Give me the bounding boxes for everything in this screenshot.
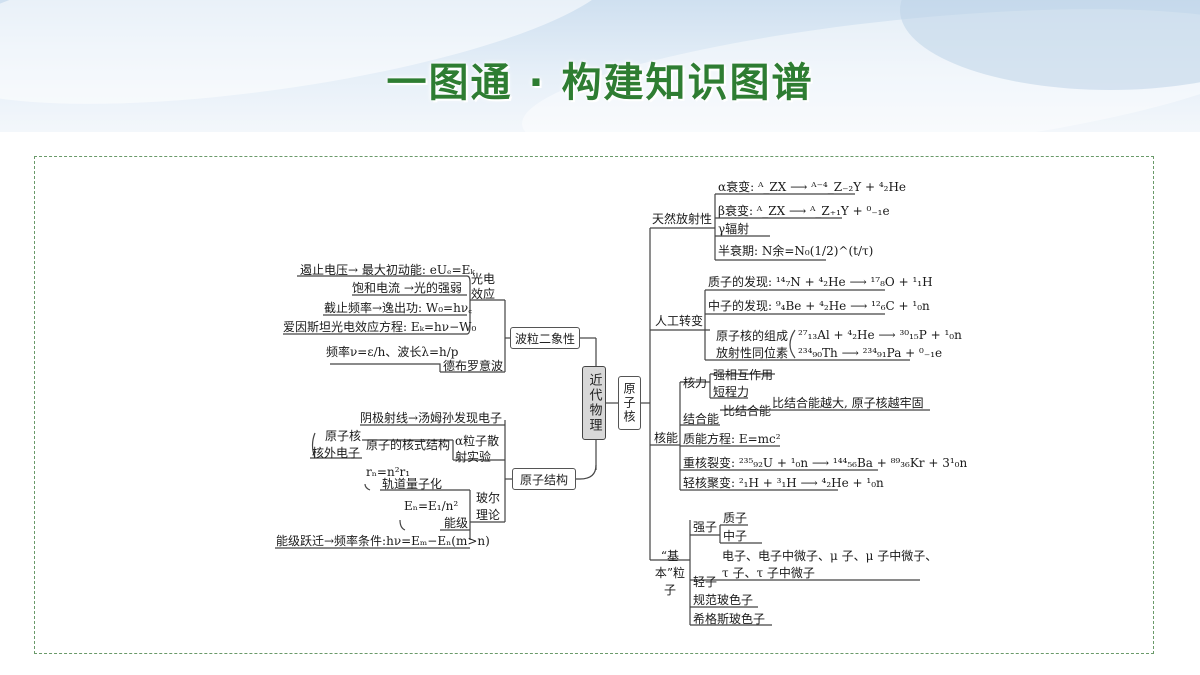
mass-energy-equation: 质能方程: E=mc² (683, 432, 781, 446)
proton-discovery: 质子的发现: ¹⁴₇N + ⁴₂He ⟶ ¹⁷₈O + ¹₁H (708, 275, 933, 289)
node-natural-radioactivity: 天然放射性 (652, 212, 713, 226)
reaction-aluminum: ²⁷₁₃Al + ⁴₂He ⟶ ³⁰₁₅P + ¹₀n (798, 328, 962, 342)
node-nuclear-force: 核力 (683, 376, 708, 390)
freq-wavelength-formula: 频率ν=ε/h、波长λ=h/p (326, 345, 459, 359)
neutron-discovery: 中子的发现: ⁹₄Be + ⁴₂He ⟶ ¹²₆C + ¹₀n (708, 299, 930, 313)
page-title: 一图通 · 构建知识图谱 (386, 60, 814, 106)
node-binding-energy: 结合能 (683, 412, 720, 426)
node-elementary-particles: “基本”粒子 (654, 549, 686, 597)
node-wave-particle-duality: 波粒二象性 (510, 327, 580, 349)
energy-transition-condition: 能级跃迁→频率条件:hν=Eₘ−Eₙ(m>n) (276, 534, 490, 548)
specific-binding-energy: 比结合能 (723, 404, 772, 418)
gauge-boson: 规范玻色子 (693, 593, 754, 607)
node-nuclear-energy: 核能 (654, 431, 679, 445)
energy-level: 能级 (444, 516, 469, 530)
half-life: 半衰期: N余=N₀(1/2)^(t/τ) (718, 244, 874, 258)
orbit-radius-formula: rₙ=n²r₁ (366, 465, 411, 479)
strong-interaction: 强相互作用 (713, 368, 774, 382)
lepton-description-1: 电子、电子中微子、μ 子、μ 子中微子、 (722, 549, 938, 563)
photo-item-saturation-current: 饱和电流 →光的强弱 (352, 281, 462, 295)
energy-level-formula: Eₙ=E₁/n² (404, 499, 459, 513)
photo-item-stopping-voltage: 遏止电压→ 最大初动能: eUₑ=Eₖ (300, 263, 475, 277)
node-artificial-transmutation: 人工转变 (655, 314, 704, 328)
node-bohr-theory: 玻尔理论 (476, 491, 501, 522)
proton: 质子 (723, 511, 748, 525)
node-lepton: 轻子 (693, 575, 718, 589)
label-extranuclear-electron: 核外电子 (312, 446, 361, 460)
alpha-scattering-experiment: α粒子散射实验 (455, 434, 500, 464)
neutron: 中子 (723, 529, 748, 543)
center-node-modern-physics: 近代物理 (582, 366, 606, 440)
node-de-broglie-wave: 德布罗意波 (443, 359, 504, 373)
label-nucleus: 原子核 (325, 429, 362, 443)
photo-item-cutoff-frequency: 截止频率→逸出功: W₀=hν꜀ (324, 301, 473, 315)
specific-binding-description: 比结合能越大, 原子核越牢固 (772, 396, 924, 410)
orbit-quantization: 轨道量子化 (382, 477, 443, 491)
title-banner (0, 0, 1200, 132)
cathode-ray-thomson: 阴极射线→汤姆孙发现电子 (360, 411, 503, 425)
lepton-description-2: τ 子、τ 子中微子 (722, 566, 815, 580)
short-range-force: 短程力 (713, 385, 750, 399)
node-atomic-structure: 原子结构 (512, 468, 576, 490)
heavy-nuclear-fission: 重核裂变: ²³⁵₉₂U + ¹₀n ⟶ ¹⁴⁴₅₆Ba + ⁸⁹₃₆Kr + … (683, 456, 968, 470)
higgs-boson: 希格斯玻色子 (693, 612, 766, 626)
diagram-frame (34, 156, 1154, 654)
nuclear-composition: 原子核的组成 (716, 329, 789, 343)
node-hadron: 强子 (693, 520, 718, 534)
reaction-thorium: ²³⁴₉₀Th ⟶ ²³⁴₉₁Pa + ⁰₋₁e (798, 346, 943, 360)
alpha-decay: α衰变: ᴬ_ZX ⟶ ᴬ⁻⁴_Z₋₂Y + ⁴₂He (718, 180, 907, 194)
photo-item-einstein-equation: 爱因斯坦光电效应方程: Eₖ=hν−W₀ (283, 320, 477, 334)
node-atomic-nucleus: 原子核 (618, 376, 641, 430)
radioactive-isotope: 放射性同位素 (716, 346, 789, 360)
light-nuclear-fusion: 轻核聚变: ²₁H + ³₁H ⟶ ⁴₂He + ¹₀n (683, 476, 884, 490)
gamma-radiation: γ辐射 (718, 222, 750, 236)
node-nuclear-model: 原子的核式结构 (366, 438, 451, 452)
beta-decay: β衰变: ᴬ_ZX ⟶ ᴬ_Z₊₁Y + ⁰₋₁e (718, 204, 890, 218)
node-photoelectric-effect: 光电效应 (471, 272, 496, 301)
